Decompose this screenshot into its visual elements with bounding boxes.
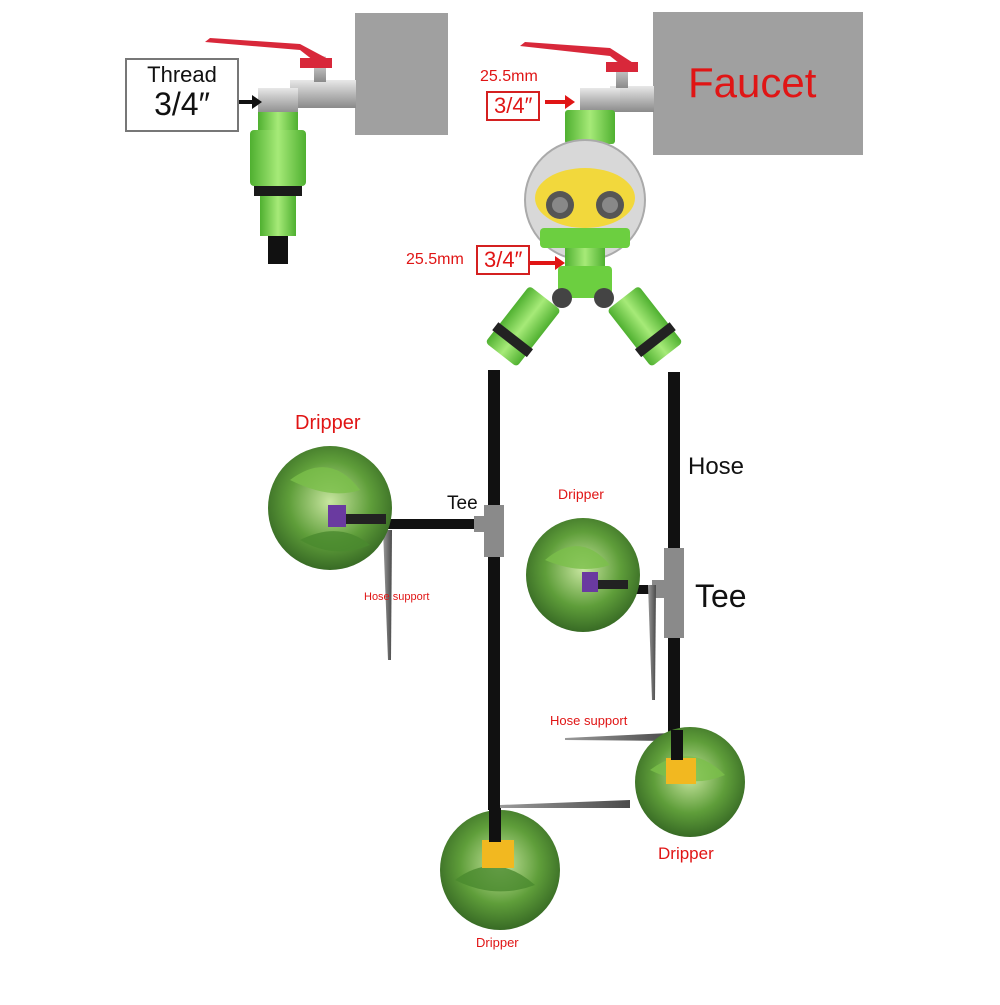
left-connector-nozzle: [260, 196, 296, 236]
thread-label-box: Thread 3/4″: [125, 58, 239, 132]
hose-support-left-label: Hose support: [364, 591, 430, 603]
left-faucet-body: [258, 88, 298, 114]
dripper-label-bottom: Dripper: [476, 935, 519, 950]
thread-arrow: [228, 95, 262, 109]
tee-right-fitting: [664, 548, 684, 638]
faucet-size-arrow: [545, 95, 575, 109]
faucet-label: Faucet: [688, 59, 817, 106]
y-splitter: [486, 266, 682, 366]
right-faucet-body: [580, 88, 620, 112]
support-left-stake: [383, 530, 392, 660]
hose-support-right-label: Hose support: [550, 713, 628, 728]
dripper-label-bottom-right: Dripper: [658, 844, 714, 863]
faucet-size-label: 3/4″: [486, 91, 541, 121]
right-wall-block: [653, 12, 863, 155]
support-right-stake: [565, 733, 670, 741]
hose-supports: [383, 530, 670, 808]
dripper-photo-bottom: [440, 808, 560, 930]
splitter-left-arm: [486, 287, 560, 366]
outlet-size-label: 3/4″: [476, 245, 531, 275]
hose-label: Hose: [688, 453, 745, 480]
splitter-right-arm: [608, 287, 682, 366]
dripper-label-middle: Dripper: [558, 486, 604, 502]
left-faucet-pipe: [290, 80, 356, 108]
timer-dial-right-knob: [602, 197, 618, 213]
left-connector-body: [250, 130, 306, 186]
left-valve-handle-hub: [300, 58, 332, 68]
right-valve-handle-hub: [606, 62, 638, 72]
left-hose-stub: [268, 236, 288, 264]
hose-right-branch: [610, 585, 670, 594]
dripper-photo-middle: [526, 518, 640, 632]
support-bottom-stake: [500, 800, 630, 808]
faucet-mm-label: 25.5mm: [480, 68, 538, 85]
dripper-photo-bottom-right: [635, 727, 745, 837]
timer-outlet: [565, 248, 605, 268]
dripper-label-top-left: Dripper: [295, 412, 361, 434]
hose-left-branch: [385, 519, 490, 529]
left-connector-ring: [254, 186, 302, 196]
timer-bottom-band: [540, 228, 630, 248]
left-faucet-assembly: [205, 13, 448, 264]
outlet-size-arrow: [530, 256, 565, 270]
left-connector-top: [258, 112, 298, 130]
timer-dial-left-knob: [552, 197, 568, 213]
outlet-mm-label: 25.5mm: [406, 251, 464, 268]
tee-left-branch: [474, 516, 488, 532]
support-mid-stake: [648, 585, 656, 700]
splitter-right-valve: [594, 288, 614, 308]
splitter-left-valve: [552, 288, 572, 308]
timer-assembly: [520, 12, 863, 270]
left-valve-handle: [205, 38, 330, 64]
timer-inlet: [565, 110, 615, 144]
dripper-photo-top-left: [268, 446, 392, 570]
hose-left-main: [488, 370, 500, 810]
thread-size-label: 3/4″: [154, 86, 210, 122]
thread-label: Thread: [147, 62, 217, 87]
left-wall-block: [355, 13, 448, 135]
right-valve-handle: [520, 42, 638, 70]
tee-left-label: Tee: [447, 493, 478, 514]
tee-right-label: Tee: [695, 578, 747, 614]
tee-left-fitting: [484, 505, 504, 557]
